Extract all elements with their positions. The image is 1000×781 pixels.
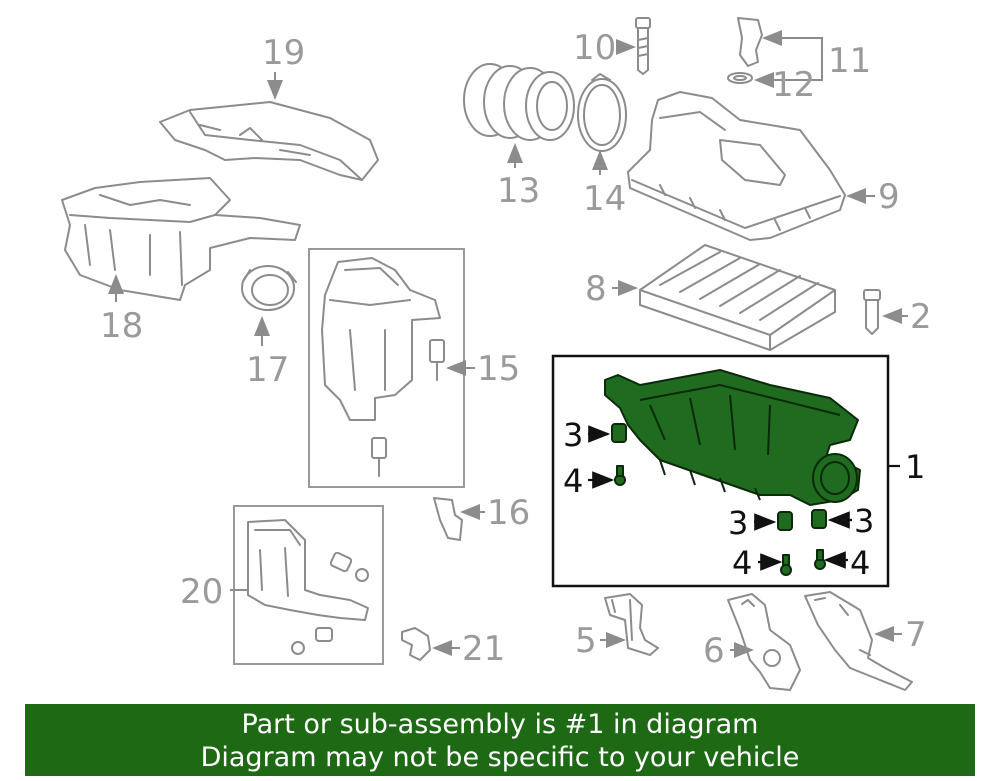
- callout-19: 19: [262, 33, 305, 73]
- part-6-bracket: 6: [703, 593, 801, 691]
- callout-16: 16: [487, 493, 530, 533]
- callout-3-left: 3: [563, 416, 583, 454]
- banner-line-1: Part or sub-assembly is #1 in diagram: [241, 709, 759, 740]
- part-18-resonator: 18: [61, 177, 301, 346]
- callout-4-center: 4: [732, 544, 752, 582]
- callout-9: 9: [878, 177, 900, 217]
- part-2-bolt: 2: [863, 289, 932, 337]
- info-banner: Part or sub-assembly is #1 in diagram Di…: [25, 704, 975, 776]
- part-10-bolt: 10: [573, 17, 651, 75]
- callout-12: 12: [772, 65, 815, 105]
- part-11-sensor: 11 12: [727, 17, 871, 105]
- callout-7: 7: [905, 615, 927, 655]
- part-17-ring: 17: [241, 265, 297, 390]
- callout-11: 11: [828, 41, 871, 81]
- part-16-bracket: 16: [433, 493, 530, 541]
- callout-17: 17: [246, 350, 289, 390]
- callout-21: 21: [462, 629, 505, 669]
- callout-13: 13: [497, 171, 540, 211]
- part-20-valve-assembly: 20: [180, 505, 384, 665]
- callout-2: 2: [910, 297, 932, 337]
- part-15-inlet-duct: 15: [308, 248, 520, 488]
- part-19-air-duct: 19: [159, 33, 379, 181]
- callout-10: 10: [573, 28, 616, 68]
- callout-4-right: 4: [850, 544, 870, 582]
- callout-18: 18: [100, 306, 143, 346]
- part-5-bracket: 5: [575, 593, 659, 661]
- part-8-filter: 8: [585, 244, 836, 351]
- callout-1: 1: [905, 448, 925, 486]
- part-9-cover: 9: [627, 91, 900, 241]
- banner-line-2: Diagram may not be specific to your vehi…: [200, 742, 800, 773]
- grommet-icon: [611, 423, 627, 443]
- parts-diagram: 19 18 17 15 16: [61, 17, 932, 691]
- callout-14: 14: [583, 179, 626, 219]
- callout-8: 8: [585, 269, 607, 309]
- part-14-clamp: 14: [577, 73, 627, 219]
- callout-15: 15: [477, 349, 520, 389]
- callout-20: 20: [180, 572, 223, 612]
- callout-5: 5: [575, 621, 597, 661]
- part-1-air-cleaner-case: 3 4 3 3 4 4 1: [551, 354, 925, 588]
- callout-6: 6: [703, 631, 725, 671]
- callout-3-right: 3: [854, 502, 874, 540]
- callout-3-center: 3: [728, 504, 748, 542]
- part-13-hose: 13: [463, 63, 575, 211]
- part-7-bracket: 7: [804, 591, 927, 691]
- callout-4-left: 4: [563, 462, 583, 500]
- part-21-elbow: 21: [401, 627, 505, 669]
